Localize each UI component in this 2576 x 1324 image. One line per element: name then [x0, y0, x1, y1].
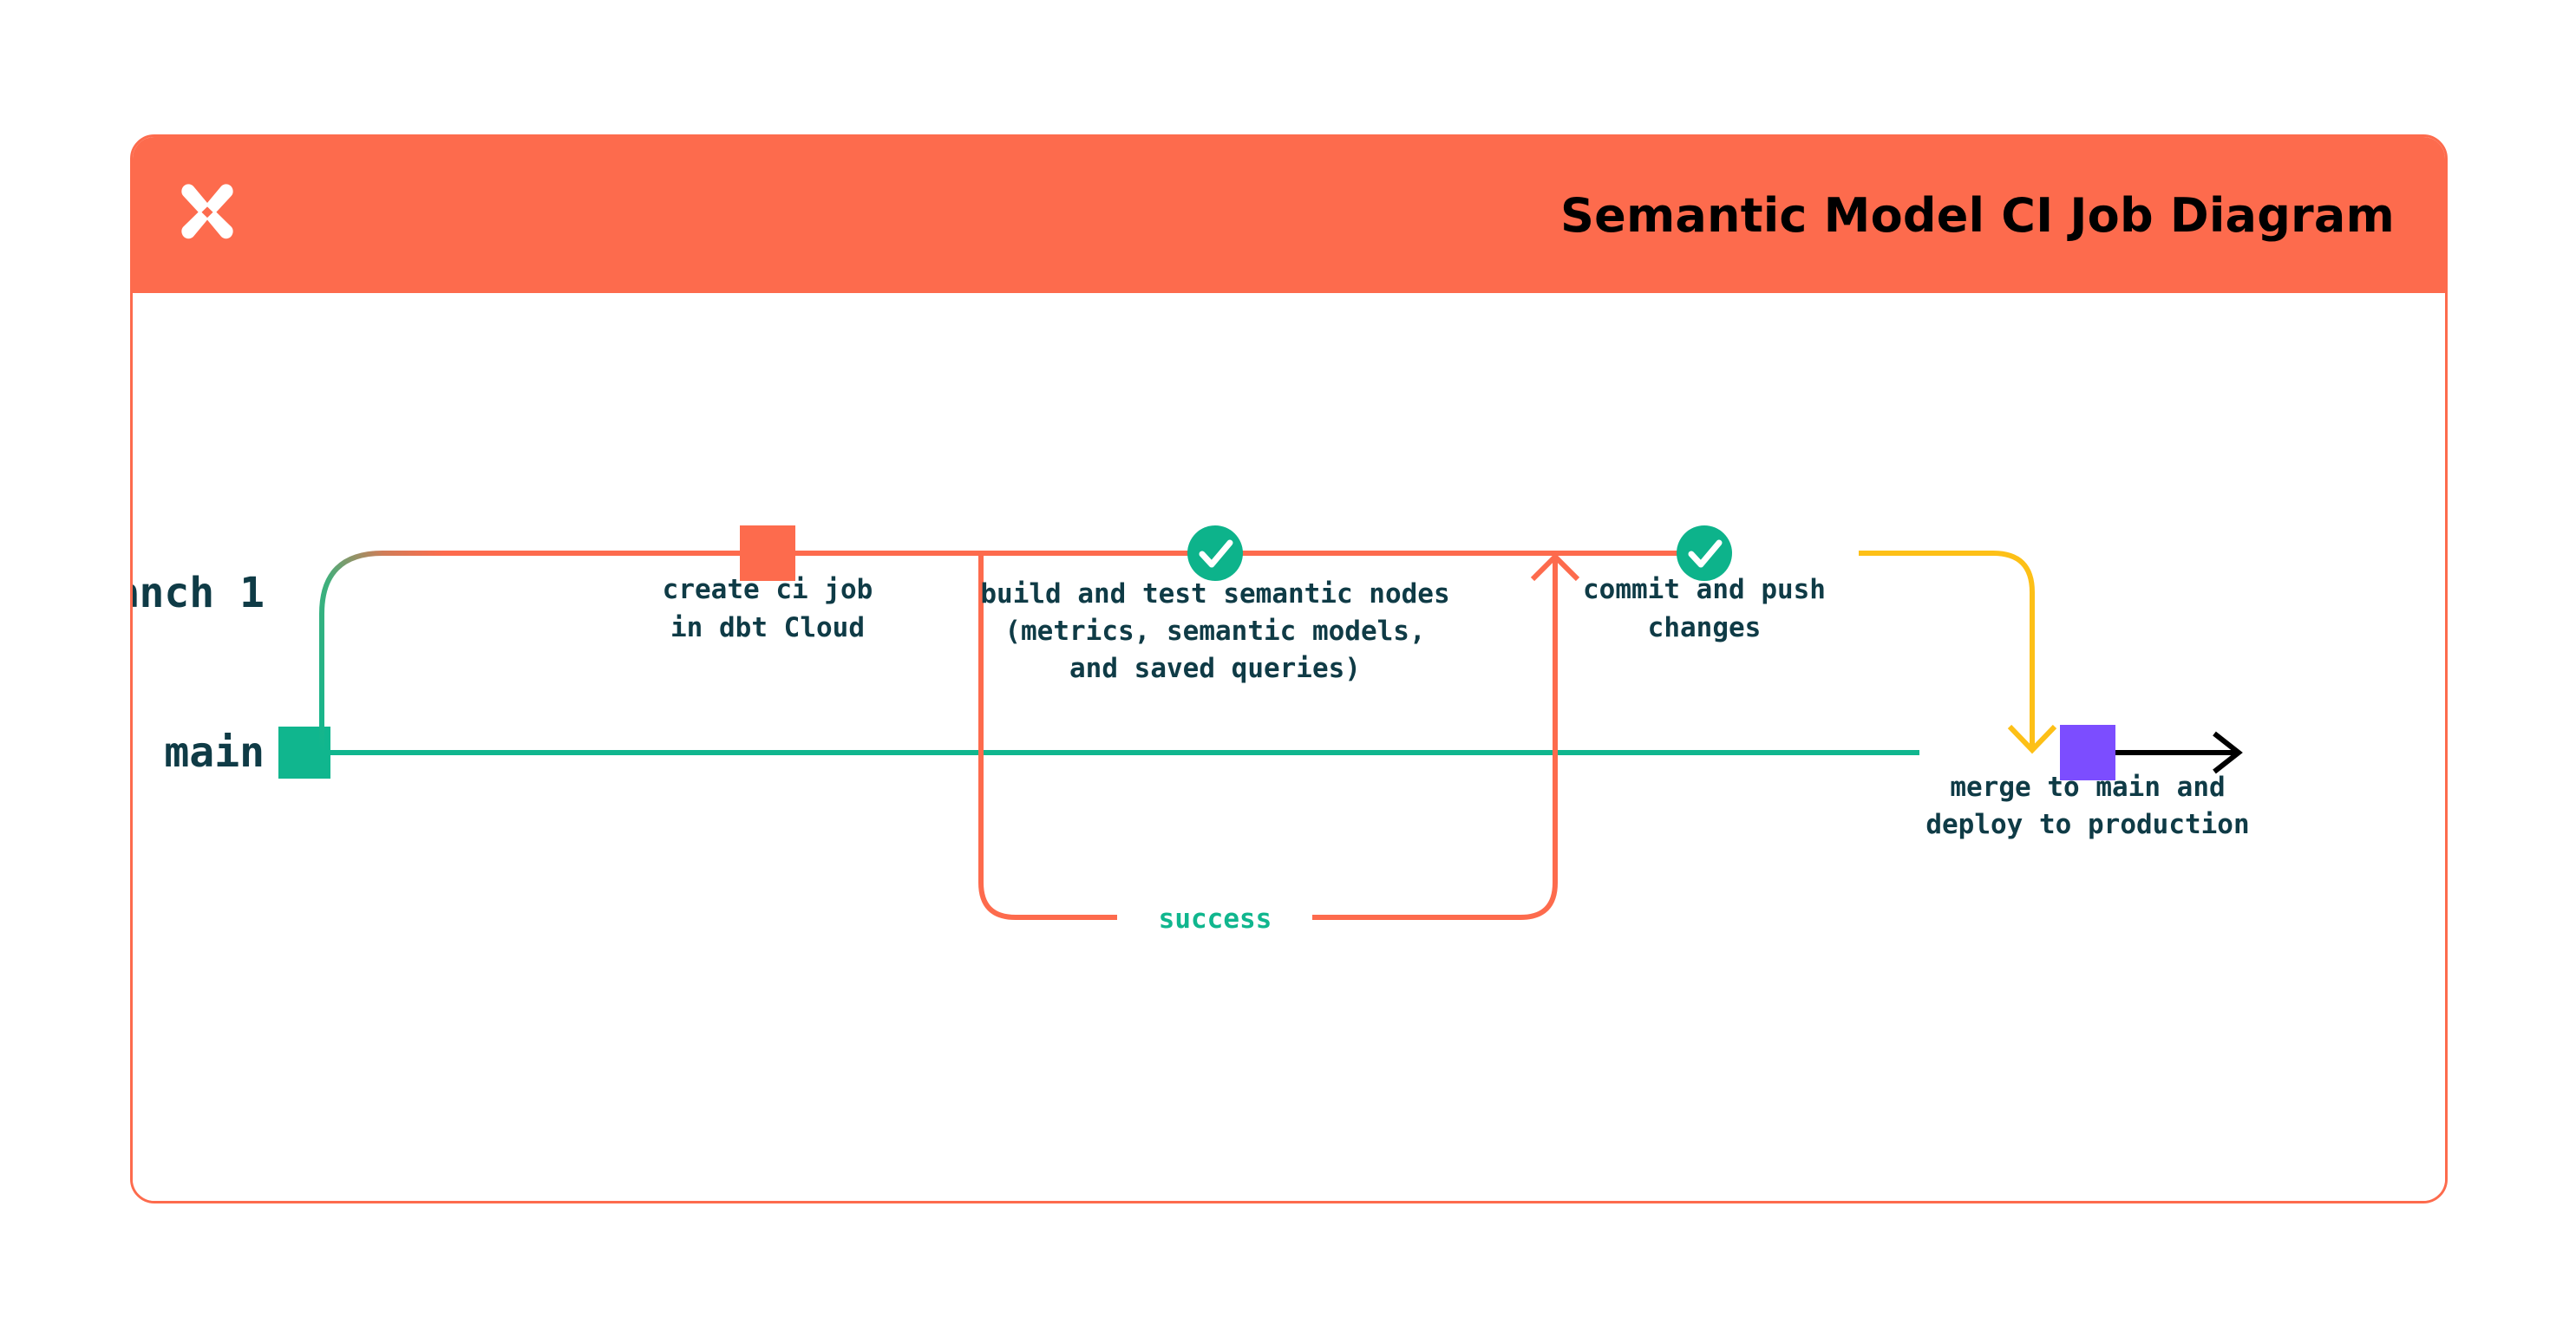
page-title: Semantic Model CI Job Diagram — [1560, 187, 2395, 243]
edge-success-loop-arrowhead — [1530, 552, 1580, 588]
node-commit-and-push[interactable] — [1677, 525, 1732, 581]
lane-label-branch: branch 1 — [133, 569, 265, 617]
diagram-card: Semantic Model CI Job Diagram — [130, 134, 2448, 1203]
edge-merge-down-arrowhead — [2007, 718, 2057, 754]
card-header: Semantic Model CI Job Diagram — [133, 137, 2445, 293]
node-label-merge-deploy-line1: merge to main and — [1950, 772, 2225, 803]
node-label-merge-deploy-line2: deploy to production — [1925, 809, 2249, 840]
check-icon — [1688, 539, 1723, 568]
edge-merge-down — [1859, 551, 2035, 718]
arrowhead-icon — [2213, 731, 2243, 774]
node-label-commit-and-push-line2: changes — [1648, 612, 1762, 643]
dbt-logo-icon — [181, 184, 233, 239]
edge-branch-off — [319, 551, 445, 753]
edge-main-continue — [2115, 731, 2243, 774]
edge-label-success: success — [1159, 903, 1272, 935]
node-label-build-and-test-line3: and saved queries) — [1069, 653, 1361, 684]
node-create-ci-job[interactable] — [740, 525, 795, 581]
card-body: main branch 1 create ci job in dbt Cloud — [133, 293, 2445, 1201]
ci-job-diagram: main branch 1 create ci job in dbt Cloud — [133, 525, 2250, 935]
node-build-and-test[interactable] — [1187, 525, 1243, 581]
edge-success-loop-left — [978, 553, 1117, 920]
node-label-build-and-test-line1: build and test semantic nodes — [980, 578, 1449, 610]
lane-label-main: main — [164, 728, 265, 777]
check-icon — [1199, 539, 1233, 568]
node-label-commit-and-push-line1: commit and push — [1583, 574, 1826, 605]
node-label-create-ci-job-line1: create ci job — [663, 574, 873, 605]
edge-success-loop-right — [1312, 588, 1558, 920]
node-label-create-ci-job-line2: in dbt Cloud — [670, 612, 865, 643]
node-merge-deploy[interactable] — [2060, 725, 2115, 780]
node-label-build-and-test-line2: (metrics, semantic models, — [1004, 616, 1425, 647]
